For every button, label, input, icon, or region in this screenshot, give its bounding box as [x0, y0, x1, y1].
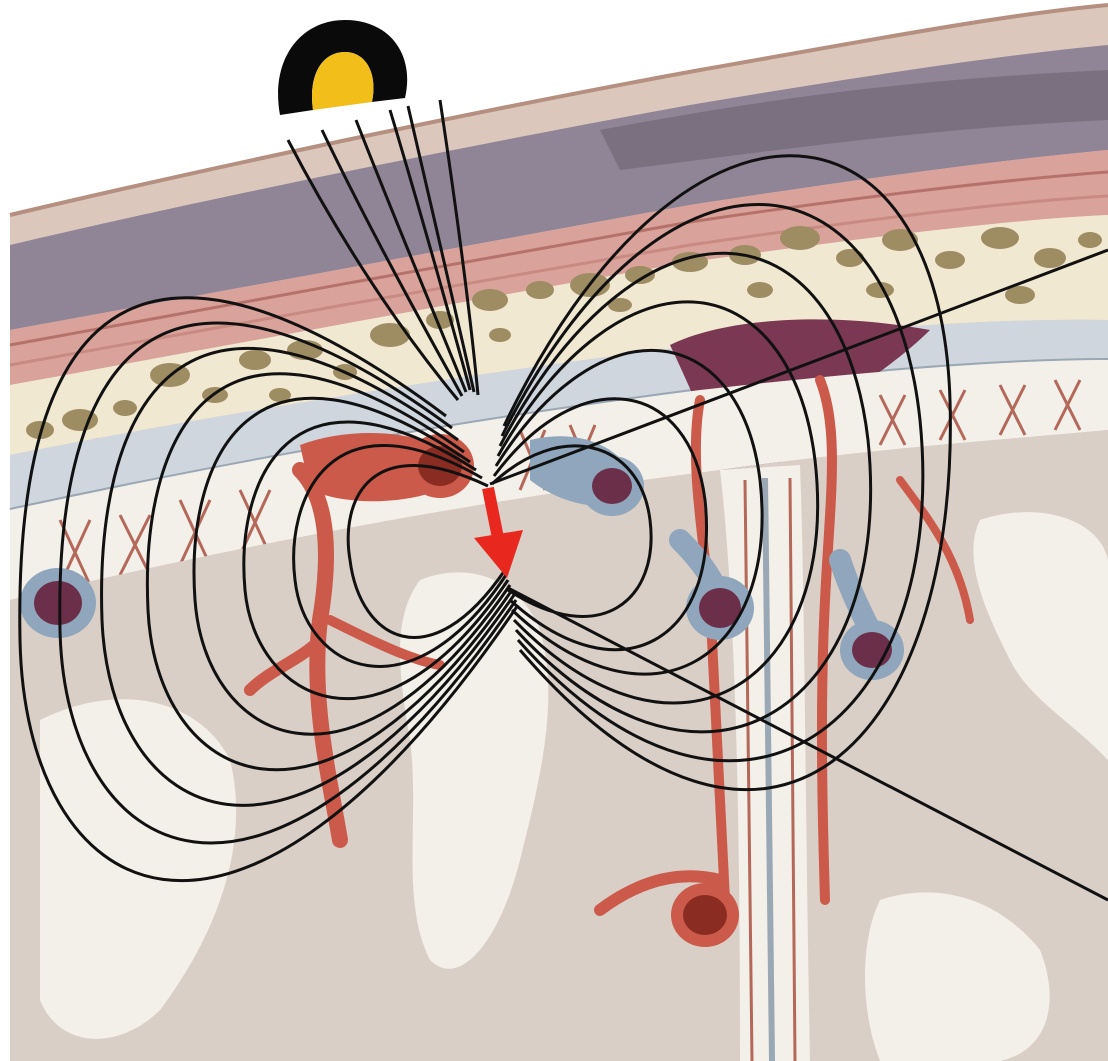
- artery-cross-section-2: [671, 883, 739, 947]
